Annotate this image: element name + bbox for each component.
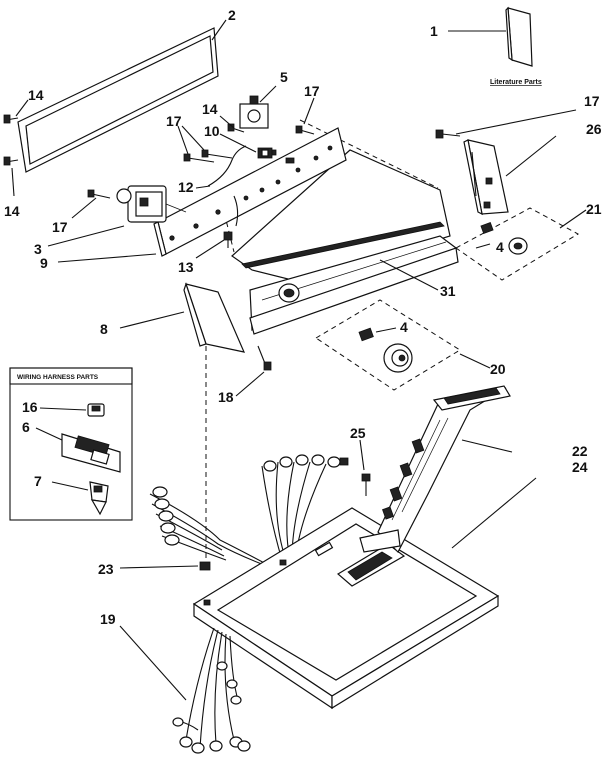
leader-line <box>375 327 397 333</box>
callout-4-upper: 4 <box>496 239 504 255</box>
callout-13: 13 <box>178 259 194 275</box>
callout-5: 5 <box>280 69 288 85</box>
screw-17-center[interactable] <box>183 149 233 163</box>
leader-line <box>57 253 157 263</box>
screw-14-lower[interactable] <box>3 156 19 166</box>
leader-line <box>505 135 557 177</box>
rear-panel[interactable] <box>17 27 219 173</box>
callout-14-mid: 14 <box>202 101 218 117</box>
screw-17-top[interactable] <box>295 125 315 135</box>
knob-assembly-21[interactable] <box>455 207 580 281</box>
leader-line <box>379 259 439 291</box>
callout-21: 21 <box>586 201 602 217</box>
leader-line <box>235 371 265 397</box>
connector-block-6[interactable] <box>61 433 121 473</box>
callout-12: 12 <box>178 179 194 195</box>
callout-24: 24 <box>572 459 588 475</box>
grommet-23[interactable] <box>199 561 211 571</box>
callout-16: 16 <box>22 399 38 415</box>
callout-23: 23 <box>98 561 114 577</box>
leader-line <box>119 625 187 701</box>
callout-8: 8 <box>100 321 108 337</box>
leader-line <box>181 125 205 151</box>
screw-18[interactable] <box>257 345 272 371</box>
leader-line <box>455 109 577 135</box>
callout-17-left: 17 <box>52 219 68 235</box>
literature-parts-label: Literature Parts <box>490 79 542 86</box>
leader-line <box>15 99 29 117</box>
end-cap-left[interactable] <box>183 282 246 353</box>
switch-clip-10[interactable] <box>257 147 273 159</box>
harness-box-title: WIRING HARNESS PARTS <box>17 374 99 381</box>
callout-17-center: 17 <box>166 113 182 129</box>
terminal-16[interactable] <box>87 403 105 417</box>
leader-line <box>39 407 87 411</box>
console-body[interactable] <box>219 119 459 335</box>
callout-22: 22 <box>572 443 588 459</box>
leader-line <box>459 353 491 369</box>
callout-17-right: 17 <box>584 93 600 109</box>
callout-19: 19 <box>100 611 116 627</box>
leader-line <box>119 565 199 569</box>
timer[interactable] <box>116 185 187 223</box>
callout-2: 2 <box>228 7 236 23</box>
leader-line <box>177 125 189 155</box>
callout-17-top: 17 <box>304 83 320 99</box>
leader-line <box>259 85 277 103</box>
wire-12[interactable] <box>207 145 247 227</box>
leader-line <box>11 167 15 197</box>
end-cap-right[interactable] <box>463 139 509 216</box>
top-cover[interactable] <box>192 507 500 710</box>
leader-line <box>211 19 227 41</box>
leader-line <box>219 133 257 153</box>
screw-17-left[interactable] <box>87 189 111 199</box>
callout-18: 18 <box>218 389 234 405</box>
push-to-start-switch[interactable] <box>239 95 269 129</box>
knob-assembly-20[interactable] <box>315 299 461 391</box>
screw-14-upper[interactable] <box>3 114 19 124</box>
leader-line <box>119 311 185 329</box>
callout-7: 7 <box>34 473 42 489</box>
leader-line <box>71 197 97 219</box>
leader-line <box>35 427 63 441</box>
leader-line <box>195 185 211 189</box>
lint-duct[interactable] <box>359 385 511 554</box>
callout-10: 10 <box>204 123 220 139</box>
leader-line <box>195 239 225 259</box>
clip-7[interactable] <box>89 481 109 516</box>
screw-25[interactable] <box>361 473 371 496</box>
leader-line <box>219 115 235 129</box>
leader-line <box>451 477 537 549</box>
leader-line <box>461 439 513 453</box>
leader-line <box>47 225 125 247</box>
wire-harness-lower[interactable] <box>172 627 251 754</box>
control-bracket[interactable] <box>153 127 347 257</box>
screw-13[interactable] <box>223 231 233 248</box>
leader-line <box>303 97 315 125</box>
callout-14-top: 14 <box>28 87 44 103</box>
callout-20: 20 <box>490 361 506 377</box>
wire-harness-upper[interactable] <box>149 454 349 569</box>
callout-4-lower: 4 <box>400 319 408 335</box>
callout-1: 1 <box>430 23 438 39</box>
callout-14-bottom: 14 <box>4 203 20 219</box>
literature-parts-booklet[interactable]: Literature Parts <box>490 6 542 86</box>
leader-line <box>51 481 89 491</box>
leader-line <box>359 439 365 471</box>
callout-3: 3 <box>34 241 42 257</box>
leader-line <box>559 209 587 229</box>
callout-6: 6 <box>22 419 30 435</box>
wiring-harness-parts-box: WIRING HARNESS PARTS <box>9 367 133 521</box>
callout-25: 25 <box>350 425 366 441</box>
screw-17-right[interactable] <box>435 129 461 139</box>
callout-26: 26 <box>586 121 602 137</box>
callout-9: 9 <box>40 255 48 271</box>
leader-line <box>475 243 491 249</box>
callout-31: 31 <box>440 283 456 299</box>
